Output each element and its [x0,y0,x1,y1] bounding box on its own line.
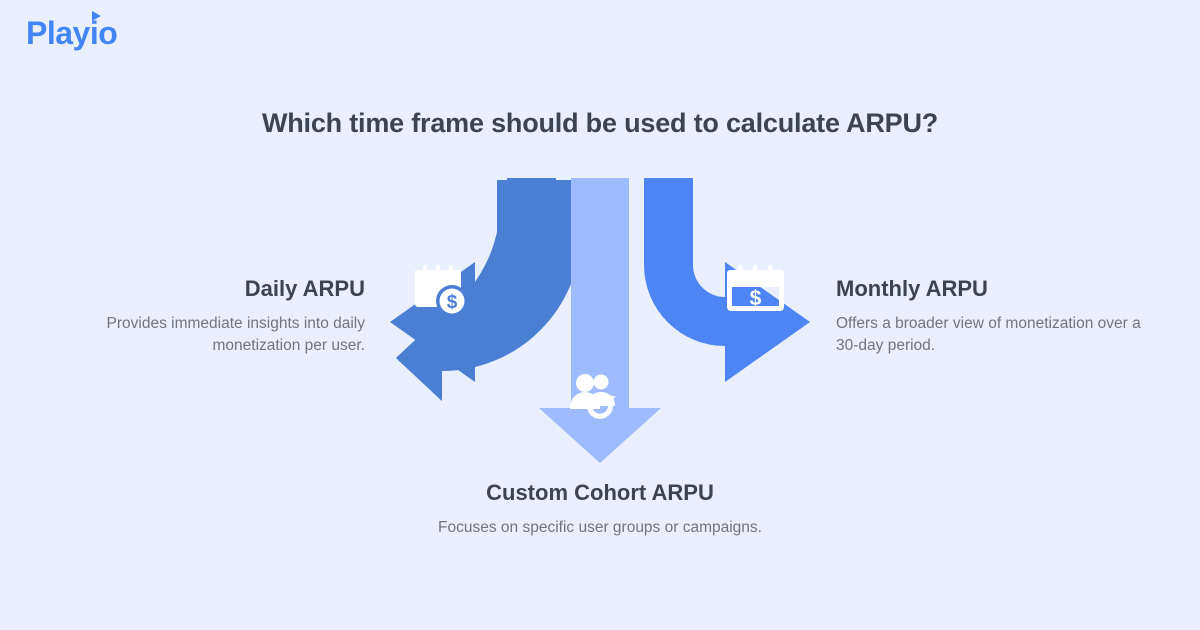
straight-arrow-down-shape [539,178,661,463]
node-monthly-arpu: Monthly ARPU Offers a broader view of mo… [836,276,1166,357]
page-title: Which time frame should be used to calcu… [261,108,939,138]
play-triangle-icon [92,11,101,21]
calendar-dollar-icon: $ [727,265,784,311]
curved-arrow-left-shape [390,178,556,382]
svg-text:$: $ [447,292,458,313]
arrow-shapes [390,178,810,463]
node-title: Monthly ARPU [836,276,988,301]
node-description: Offers a broader view of monetization ov… [836,315,1141,355]
arpu-timeframe-diagram: $ $ [380,170,820,470]
node-description: Focuses on specific user groups or campa… [438,519,762,537]
users-refresh-icon [570,374,616,419]
node-daily-arpu: Daily ARPU Provides immediate insights i… [40,276,365,357]
calendar-dollar-coin-icon: $ [415,265,468,317]
node-description: Provides immediate insights into daily m… [106,315,365,355]
node-title: Daily ARPU [244,276,365,301]
node-title: Custom Cohort ARPU [486,480,714,505]
brand-name: Playio [26,15,118,51]
node-custom-cohort-arpu: Custom Cohort ARPU Focuses on specific u… [400,480,800,539]
brand-logo[interactable]: Playio [26,11,118,51]
svg-text:$: $ [750,287,762,310]
